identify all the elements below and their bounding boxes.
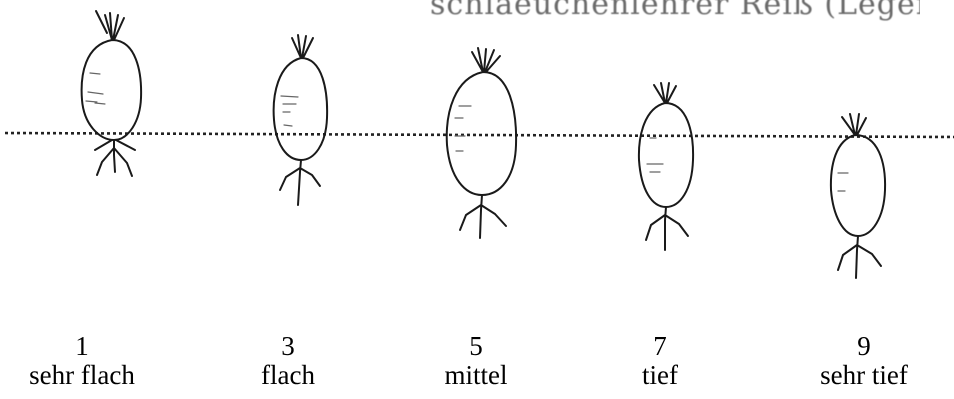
- level-number: 5: [469, 331, 483, 361]
- level-text: sehr flach: [29, 360, 135, 390]
- level-number: 7: [653, 331, 667, 361]
- tuber-7-tief: [637, 82, 695, 251]
- tuber-5-mittel: [445, 47, 518, 239]
- level-text: mittel: [444, 360, 508, 390]
- tuber-9-sehr-tief: [829, 113, 887, 279]
- level-text: tief: [642, 360, 678, 390]
- ground-line: [4, 131, 954, 139]
- level-number: 9: [857, 331, 871, 361]
- level-label-3: 3 flach: [198, 332, 378, 390]
- level-number: 3: [281, 331, 295, 361]
- level-text: sehr tief: [820, 360, 908, 390]
- level-number: 1: [75, 331, 89, 361]
- level-label-5: 5 mittel: [386, 332, 566, 390]
- level-text: flach: [261, 360, 315, 390]
- cropped-header-text: schlaeuchenlehrer Reiß (Legend: [430, 0, 920, 22]
- level-label-9: 9 sehr tief: [774, 332, 954, 390]
- tuber-1-sehr-flach: [80, 10, 143, 177]
- level-label-1: 1 sehr flach: [0, 332, 172, 390]
- diagram-canvas: [4, 10, 954, 279]
- level-label-7: 7 tief: [570, 332, 750, 390]
- tuber-3-flach: [272, 34, 329, 206]
